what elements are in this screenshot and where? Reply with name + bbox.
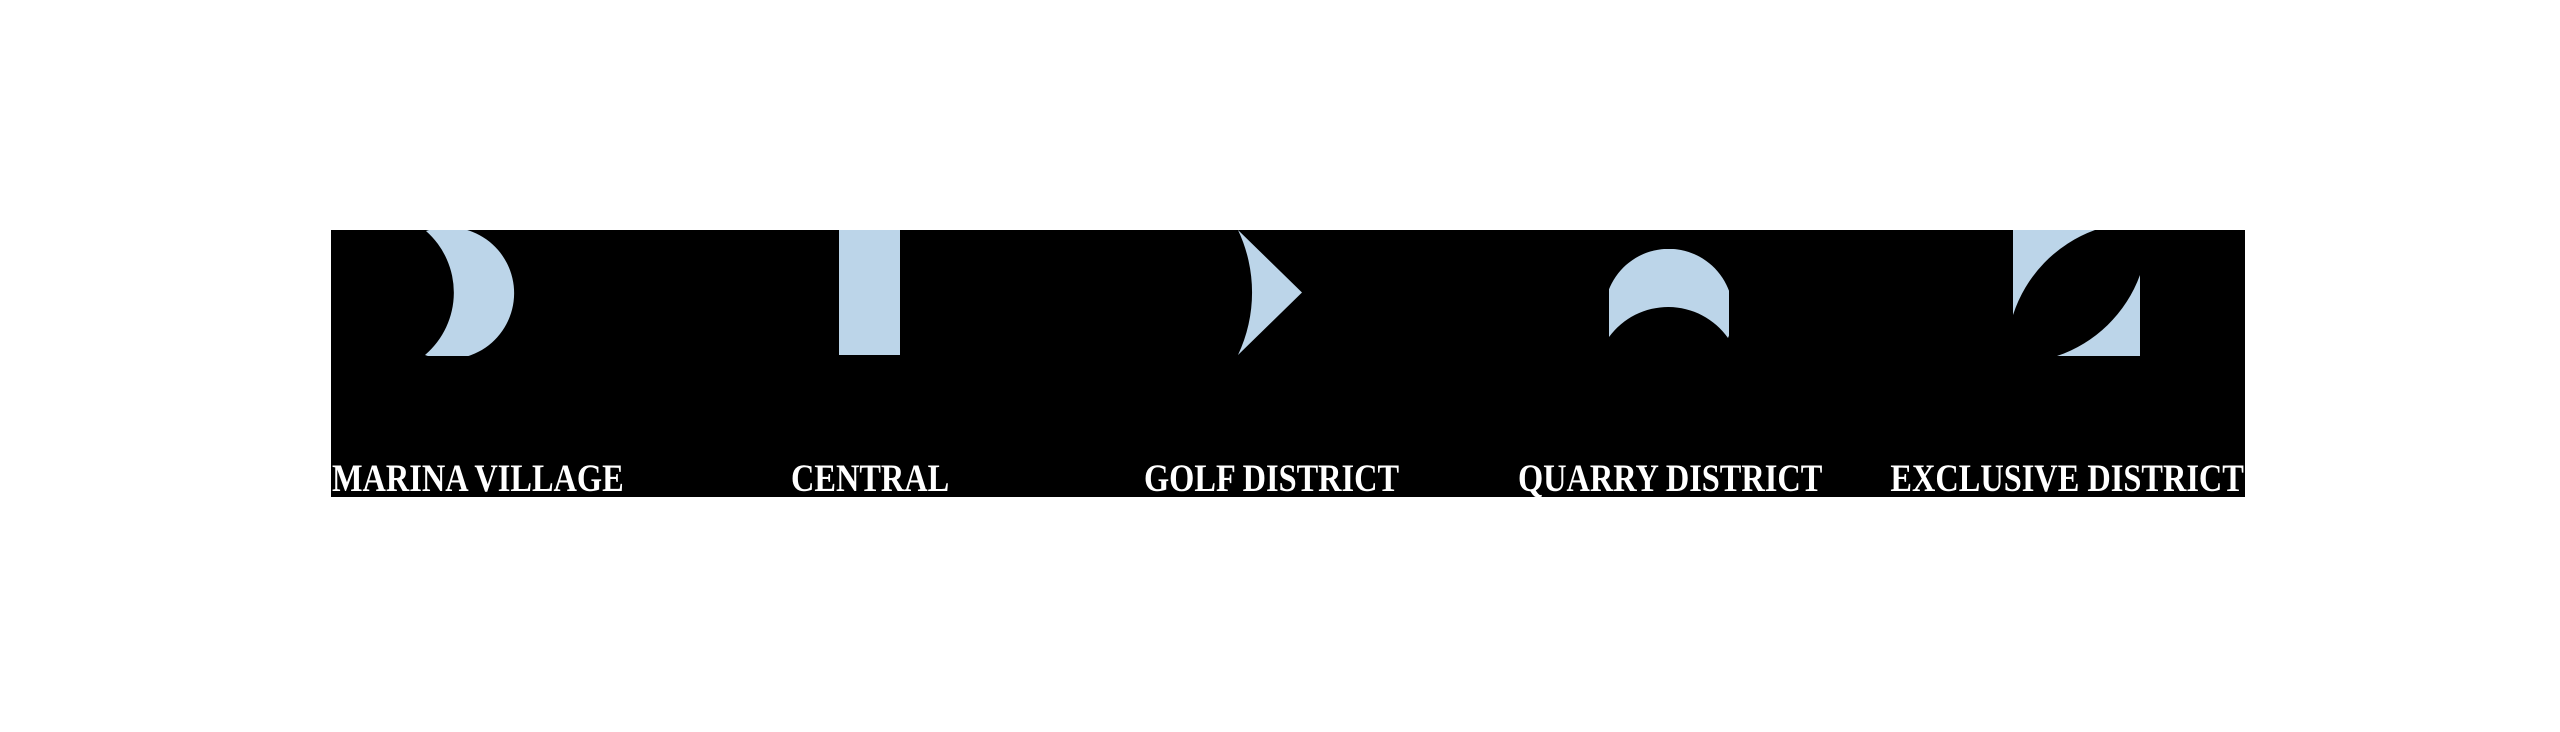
district-item-exclusive-district[interactable]: EXCLUSIVE DISTRICT — [1890, 230, 2245, 500]
district-map-band: MARINA VILLAGE CENTRAL GOLF DISTRICT QUA… — [331, 230, 2245, 500]
district-label: CENTRAL — [791, 457, 950, 500]
leaf-square-icon — [2013, 230, 2140, 356]
district-item-central[interactable]: CENTRAL — [786, 230, 951, 500]
crescent-moon-icon — [425, 230, 515, 356]
district-item-golf-district[interactable]: GOLF DISTRICT — [1141, 230, 1400, 500]
district-label: MARINA VILLAGE — [332, 457, 624, 500]
district-item-marina-village[interactable]: MARINA VILLAGE — [331, 230, 627, 500]
pillar-bar-icon — [839, 230, 900, 355]
district-item-quarry-district[interactable]: QUARRY DISTRICT — [1516, 230, 1823, 500]
district-label: QUARRY DISTRICT — [1518, 457, 1823, 500]
sail-arrow-icon — [1238, 230, 1302, 355]
district-label: GOLF DISTRICT — [1144, 457, 1400, 500]
district-label: EXCLUSIVE DISTRICT — [1890, 457, 2244, 500]
arch-dome-icon — [1609, 249, 1729, 338]
